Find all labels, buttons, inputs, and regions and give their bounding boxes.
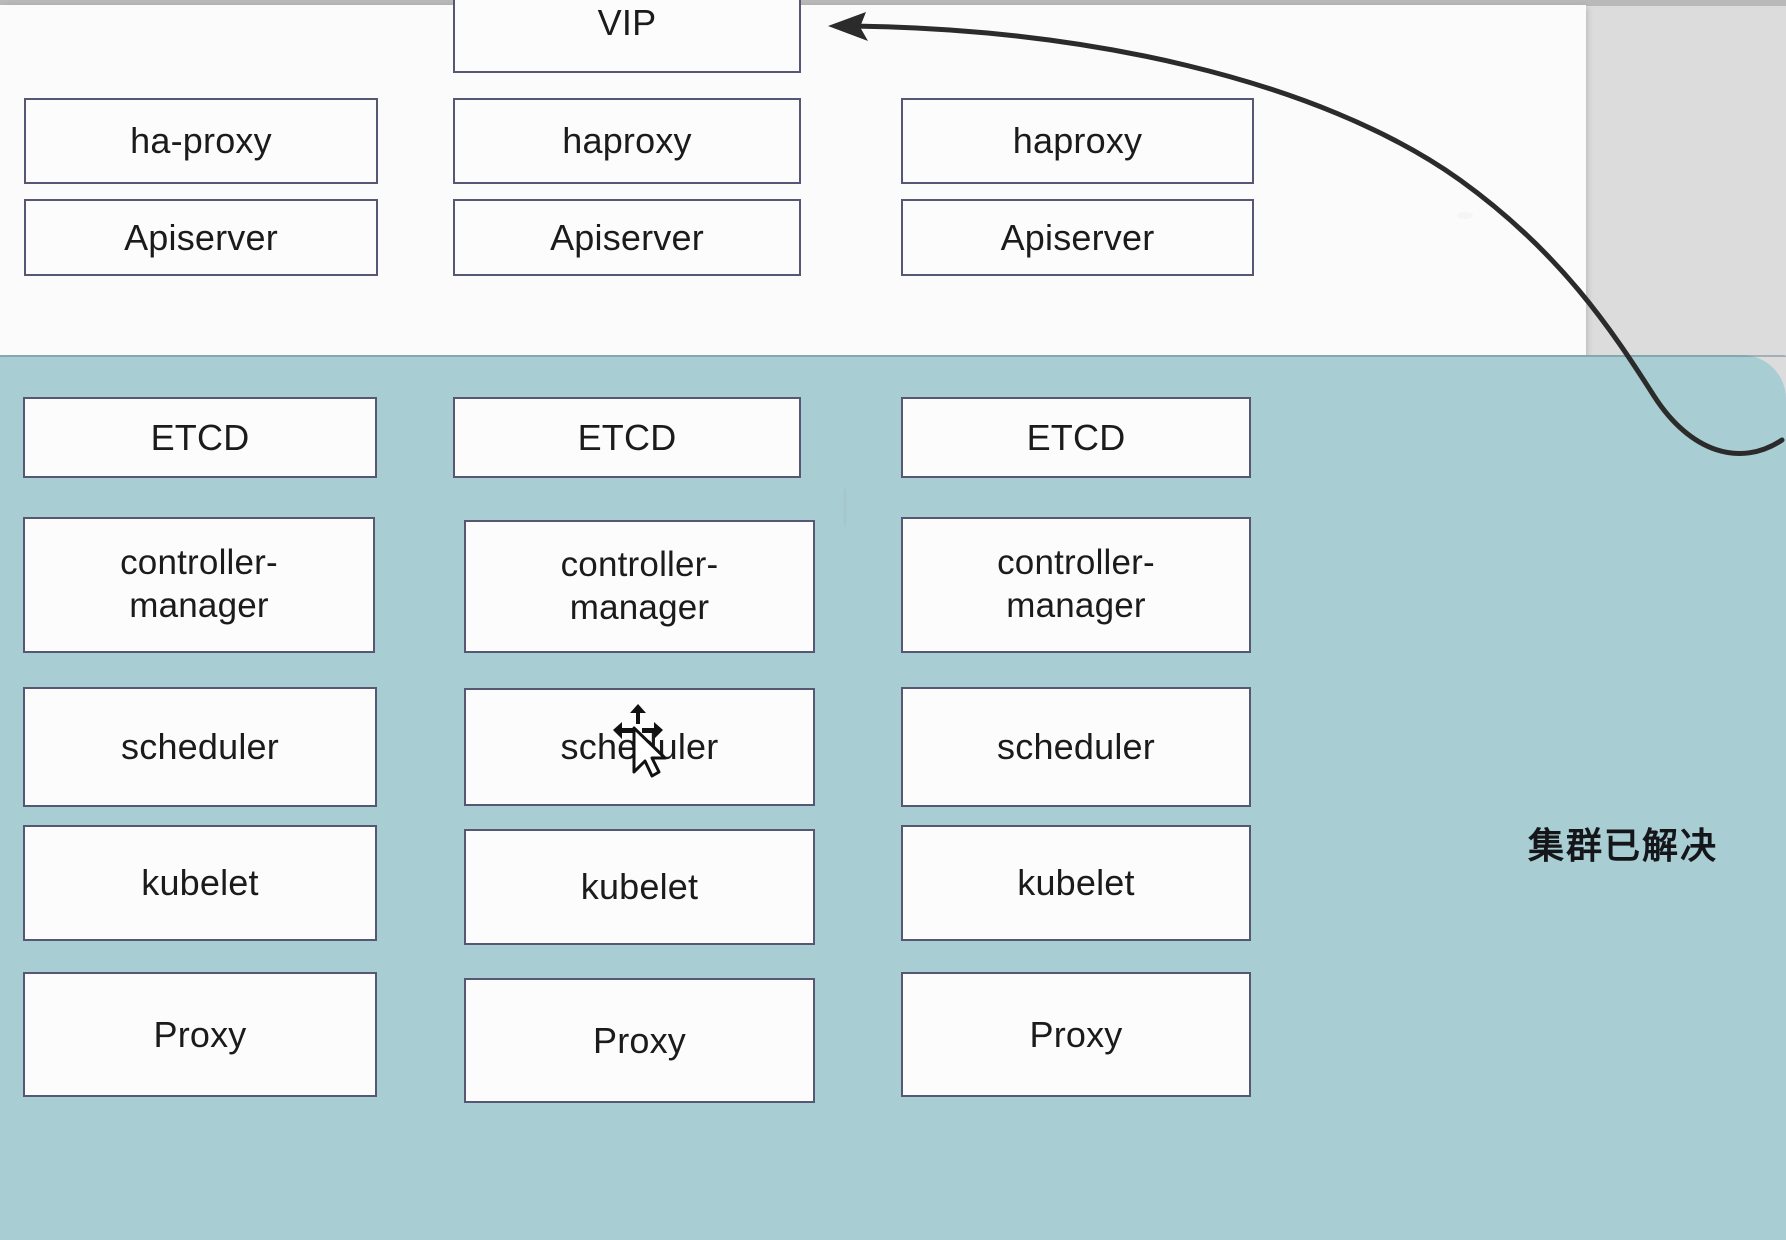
controller-manager-label: controller- manager (120, 543, 278, 625)
etcd-box-node2[interactable]: ETCD (453, 397, 801, 478)
scheduler-label: scheduler (121, 726, 279, 768)
haproxy-box-node1[interactable]: ha-proxy (24, 98, 378, 184)
vip-label: VIP (597, 1, 657, 43)
haproxy-label: haproxy (562, 120, 692, 162)
scheduler-box-node1[interactable]: scheduler (23, 687, 377, 807)
vip-box[interactable]: VIP (453, 0, 801, 73)
controller-manager-box-node1[interactable]: controller- manager (23, 517, 375, 653)
proxy-box-node1[interactable]: Proxy (23, 972, 377, 1097)
kubelet-box-node3[interactable]: kubelet (901, 825, 1251, 941)
controller-manager-box-node3[interactable]: controller- manager (901, 517, 1251, 653)
haproxy-box-node2[interactable]: haproxy (453, 98, 801, 184)
etcd-label: ETCD (577, 416, 677, 458)
cluster-resolved-annotation: 集群已解决 (1528, 826, 1719, 867)
controller-manager-label: controller- manager (560, 544, 719, 627)
apiserver-label: Apiserver (124, 216, 278, 258)
apiserver-label: Apiserver (1000, 216, 1155, 258)
controller-manager-label: controller- manager (997, 543, 1155, 625)
kubelet-box-node1[interactable]: kubelet (23, 825, 377, 941)
scheduler-label: scheduler (997, 726, 1155, 768)
proxy-label: Proxy (1029, 1013, 1123, 1055)
apiserver-box-node3[interactable]: Apiserver (901, 199, 1254, 276)
apiserver-box-node1[interactable]: Apiserver (24, 199, 378, 276)
apiserver-label: Apiserver (550, 216, 704, 258)
haproxy-label: haproxy (1012, 120, 1143, 162)
controller-manager-box-node2[interactable]: controller- manager (464, 520, 815, 653)
teal-panel-top-edge (0, 355, 1786, 357)
etcd-label: ETCD (150, 416, 250, 458)
kubelet-label: kubelet (1017, 862, 1135, 904)
haproxy-box-node3[interactable]: haproxy (901, 98, 1254, 184)
top-gray-strip (0, 0, 1786, 6)
proxy-box-node3[interactable]: Proxy (901, 972, 1251, 1097)
proxy-box-node2[interactable]: Proxy (464, 978, 815, 1103)
kubelet-label: kubelet (141, 862, 259, 904)
scan-speckle (1457, 212, 1473, 219)
proxy-label: Proxy (592, 1019, 687, 1061)
haproxy-label: ha-proxy (130, 120, 272, 162)
etcd-box-node1[interactable]: ETCD (23, 397, 377, 478)
etcd-box-node3[interactable]: ETCD (901, 397, 1251, 478)
scan-speckle (843, 487, 847, 527)
proxy-label: Proxy (153, 1013, 247, 1055)
etcd-label: ETCD (1026, 416, 1126, 458)
scheduler-box-node3[interactable]: scheduler (901, 687, 1251, 807)
apiserver-box-node2[interactable]: Apiserver (453, 199, 801, 276)
mouse-cursor-move (613, 704, 667, 778)
kubelet-label: kubelet (580, 866, 699, 908)
kubelet-box-node2[interactable]: kubelet (464, 829, 815, 945)
